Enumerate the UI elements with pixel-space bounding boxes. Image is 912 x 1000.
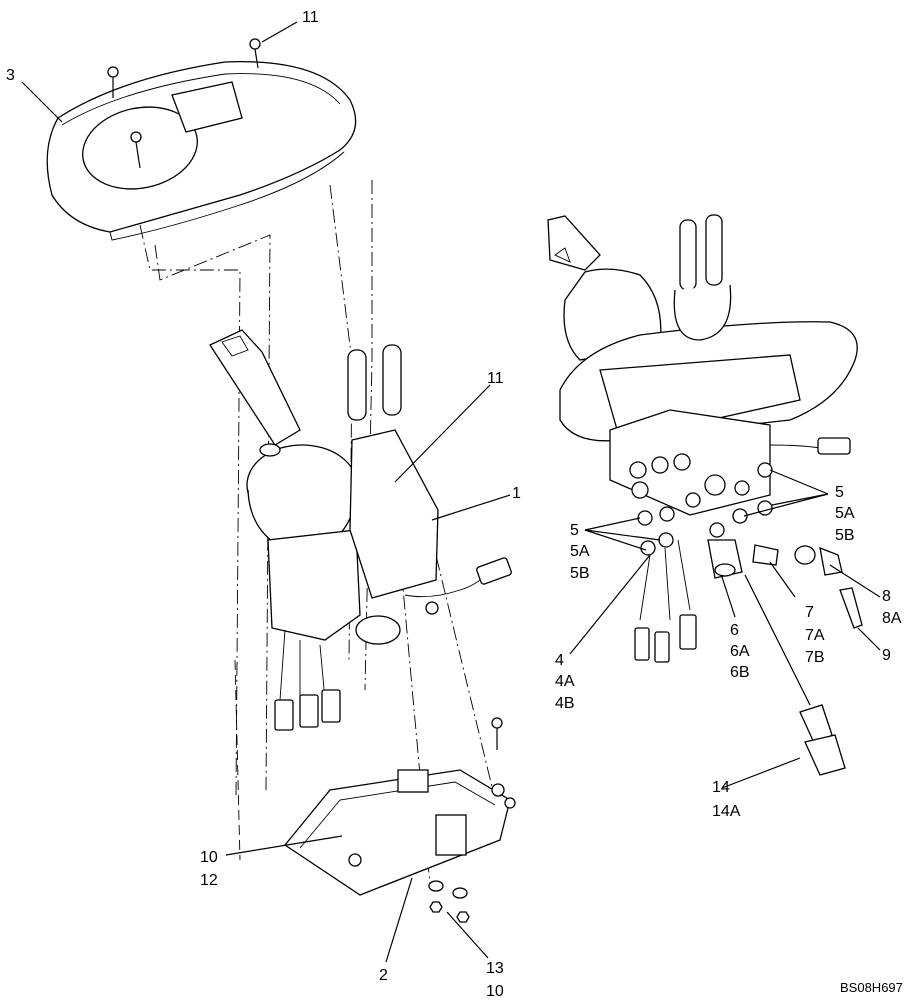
callout-6-line3: 6B: [730, 664, 750, 681]
joystick-assembly-1: [209, 329, 512, 731]
console-cover: [46, 61, 357, 241]
callout-7-line1: 7: [805, 604, 814, 621]
callouts: 1 2 3 11 11 10 12 13 10 5 5A 5B 5 5A 5B …: [6, 9, 903, 1000]
callout-8-line1: 8: [882, 588, 891, 605]
callout-4-line1: 4: [555, 652, 564, 669]
callout-7-line3: 7B: [805, 649, 825, 666]
leader-lines: [21, 21, 881, 963]
callout-4-line2: 4A: [555, 673, 575, 690]
mounting-plate-2: [284, 769, 516, 896]
callout-11-top: 11: [302, 9, 319, 26]
callout-5-right-line1: 5: [835, 484, 844, 501]
callout-10-12-line1: 10: [200, 849, 218, 866]
nuts-washers-13: [428, 880, 470, 923]
bolt-10: [491, 717, 503, 750]
callout-7-line2: 7A: [805, 627, 825, 644]
callout-5-left-line2: 5A: [570, 543, 590, 560]
callout-14-line1: 14: [712, 779, 730, 796]
callout-2: 2: [379, 967, 388, 984]
reference-code: BS08H697: [840, 980, 903, 995]
callout-3: 3: [6, 67, 15, 84]
callout-13-10-line1: 13: [486, 960, 504, 977]
callout-10-12-line2: 12: [200, 872, 218, 889]
callout-14-line2: 14A: [712, 803, 741, 820]
callout-8-line2: 8A: [882, 610, 902, 627]
callout-6-line2: 6A: [730, 643, 750, 660]
callout-11-center: 11: [487, 370, 504, 387]
callout-9: 9: [882, 647, 891, 664]
fittings-right: [707, 539, 863, 776]
callout-5-right-line2: 5A: [835, 505, 855, 522]
callout-5-left-line3: 5B: [570, 565, 590, 582]
callout-6-line1: 6: [730, 622, 739, 639]
callout-4-line3: 4B: [555, 695, 575, 712]
callout-1: 1: [512, 485, 521, 502]
callout-5-right-line3: 5B: [835, 527, 855, 544]
callout-5-left-line1: 5: [570, 522, 579, 539]
callout-13-10-line2: 10: [486, 983, 504, 1000]
assembled-joystick-right: [547, 214, 858, 663]
